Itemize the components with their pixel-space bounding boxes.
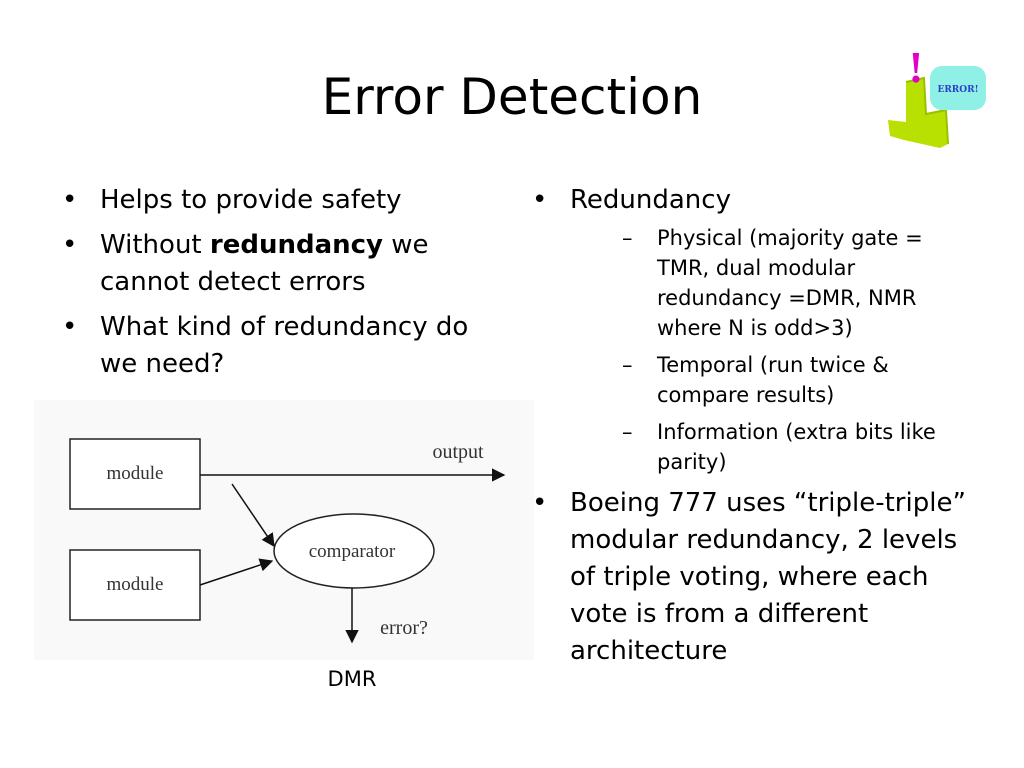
- output-label: output: [432, 441, 484, 463]
- redundancy-sub-list: Physical (majority gate = TMR, dual modu…: [570, 223, 978, 477]
- sub-bullet-physical: Physical (majority gate = TMR, dual modu…: [622, 223, 978, 343]
- left-bullet-list: Helps to provide safety Without redundan…: [58, 182, 478, 383]
- bullet-text-bold: redundancy: [209, 230, 384, 260]
- error-logo-icon: ERROR! !: [884, 40, 988, 150]
- error-label: error?: [380, 617, 428, 639]
- module-top-label: module: [107, 463, 164, 484]
- diagram-caption: DMR: [327, 667, 377, 691]
- bullet-safety: Helps to provide safety: [58, 182, 478, 219]
- module-top-box: [69, 438, 201, 510]
- bottom-to-comparator-arrow: [199, 558, 274, 586]
- bullet-text-after: we cannot detect errors: [100, 230, 429, 297]
- slide-title: Error Detection: [321, 68, 703, 126]
- bullet-without-redundancy: Without redundancy we cannot detect erro…: [58, 227, 478, 301]
- bullet-redundancy: Redundancy Physical (majority gate = TMR…: [528, 182, 978, 477]
- comparator-ellipse: [273, 513, 435, 589]
- left-column: Helps to provide safety Without redundan…: [58, 182, 478, 391]
- sub-bullet-information: Information (extra bits like parity): [622, 417, 978, 477]
- dmr-diagram: module module comparator output error?: [34, 400, 534, 660]
- bullet-boeing: Boeing 777 uses “triple-triple” modular …: [528, 485, 978, 670]
- redundancy-label: Redundancy: [570, 185, 731, 215]
- top-to-comparator-arrow: [231, 483, 275, 548]
- bullet-kind-text: What kind of redundancy do we need?: [100, 312, 469, 379]
- module-bottom-box: [69, 549, 201, 621]
- right-column: Redundancy Physical (majority gate = TMR…: [528, 182, 978, 678]
- right-bullet-list: Redundancy Physical (majority gate = TMR…: [528, 182, 978, 670]
- bullet-text-before: Without: [100, 230, 210, 260]
- bullet-safety-text: Helps to provide safety: [100, 185, 402, 215]
- module-bottom-label: module: [107, 574, 164, 595]
- sub-bullet-temporal: Temporal (run twice & compare results): [622, 350, 978, 410]
- comparator-label: comparator: [309, 541, 396, 562]
- bullet-kind-of-redundancy: What kind of redundancy do we need?: [58, 309, 478, 383]
- error-badge-text: ERROR!: [937, 85, 978, 95]
- exclamation-mark: !: [909, 43, 924, 92]
- boeing-text: Boeing 777 uses “triple-triple” modular …: [570, 488, 966, 666]
